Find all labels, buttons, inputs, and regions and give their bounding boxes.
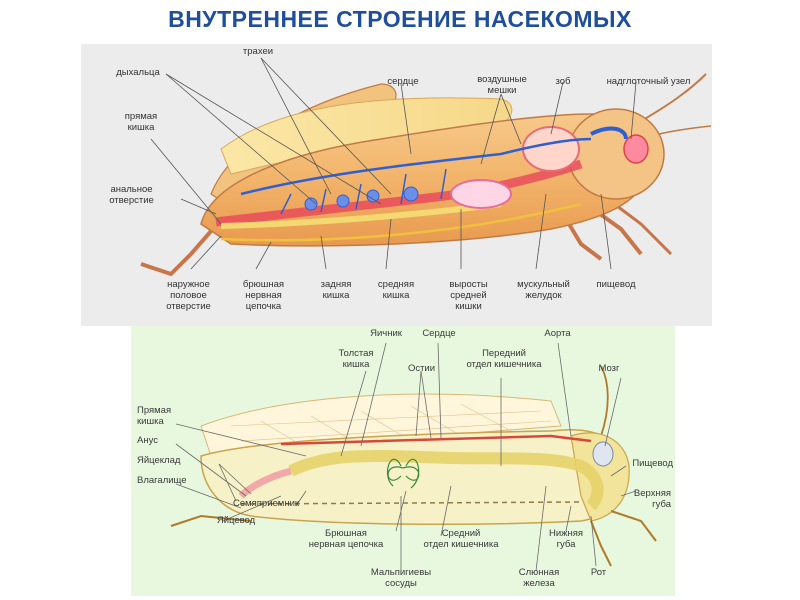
- label-ventral-nerve-cord: брюшная нервная цепочка: [231, 280, 296, 313]
- label-spiracles: дыхальца: [93, 68, 183, 79]
- label-ostia: Остии: [399, 364, 444, 375]
- label-lower-lip: Нижняя губа: [541, 529, 591, 551]
- label-supraesophageal-ganglion: надглоточный узел: [591, 77, 706, 88]
- label-anus: анальное отверстие: [89, 185, 174, 207]
- label-midgut: Средний отдел кишечника: [411, 529, 511, 551]
- label-esophagus: пищевод: [586, 280, 646, 291]
- label-oviduct: Яйцевод: [201, 516, 271, 527]
- label-tracheae: трахеи: [228, 47, 288, 58]
- label-brain: Мозг: [589, 364, 629, 375]
- label-malpighian-tubules: Мальпигиевы сосуды: [361, 568, 441, 590]
- label-upper-lip: Верхняя губа: [626, 489, 671, 511]
- label-heart: сердце: [373, 77, 433, 88]
- insect-section-diagram: Яичник Сердце Аорта Толстая кишка Остии …: [131, 326, 675, 596]
- page-title: ВНУТРЕННЕЕ СТРОЕНИЕ НАСЕКОМЫХ: [0, 6, 800, 33]
- label-rectum: прямая кишка: [111, 112, 171, 134]
- label-air-sacs: воздушные мешки: [467, 75, 537, 97]
- label-mouth: Рот: [581, 568, 616, 579]
- label-aorta: Аорта: [535, 329, 580, 340]
- label-spermatheca: Семяприемник: [221, 499, 311, 510]
- label-gastric-caeca: выросты средней кишки: [436, 280, 501, 313]
- label-anus: Анус: [137, 436, 187, 447]
- label-gizzard: мускульный желудок: [506, 280, 581, 302]
- label-foregut: Передний отдел кишечника: [449, 349, 559, 371]
- label-genital-opening: наружное половое отверстие: [146, 280, 231, 313]
- label-vagina: Влагалище: [137, 476, 207, 487]
- label-midgut: средняя кишка: [366, 280, 426, 302]
- label-esophagus: Пищевод: [619, 459, 673, 470]
- label-hindgut: задняя кишка: [306, 280, 366, 302]
- grasshopper-anatomy-diagram: трахеи дыхальца сердце воздушные мешки з…: [81, 44, 712, 326]
- label-heart: Сердце: [414, 329, 464, 340]
- label-crop: зоб: [543, 77, 583, 88]
- label-ovipositor: Яйцеклад: [137, 456, 207, 467]
- label-rectum: Прямая кишка: [137, 406, 197, 428]
- label-salivary-gland: Слюнная железа: [509, 568, 569, 590]
- label-ovary: Яичник: [361, 329, 411, 340]
- label-ventral-nerve-cord: Брюшная нервная цепочка: [296, 529, 396, 551]
- label-large-intestine: Толстая кишка: [326, 349, 386, 371]
